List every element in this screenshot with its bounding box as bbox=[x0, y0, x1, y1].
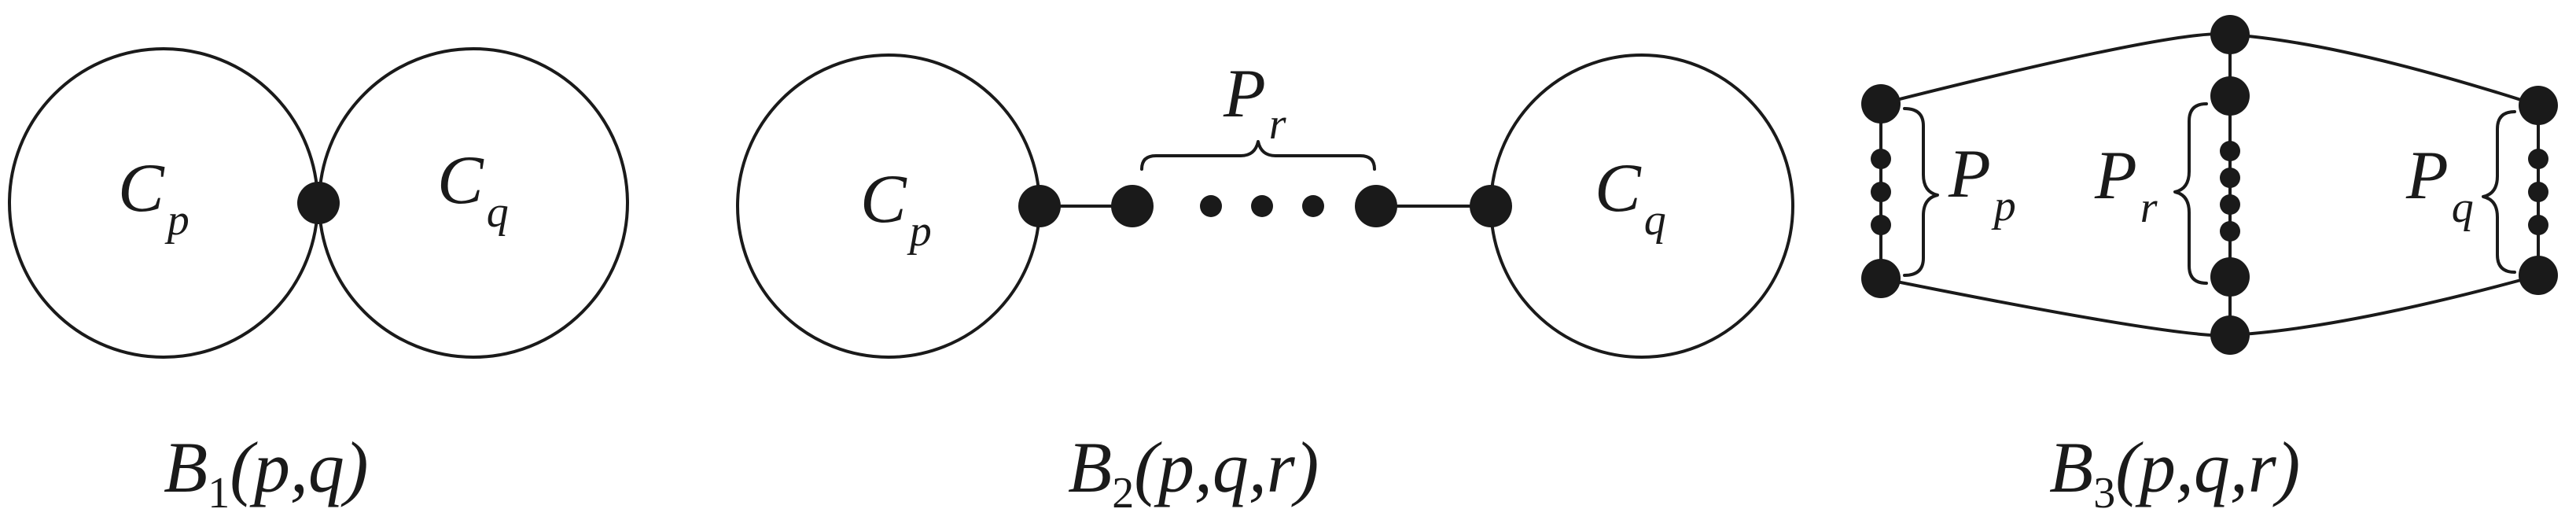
ellipsis-dot bbox=[1871, 215, 1891, 235]
caption-b2: B2(p,q,r) bbox=[1068, 427, 1319, 518]
ellipsis-dot bbox=[2220, 194, 2240, 215]
path-r-bottom-junction bbox=[2210, 315, 2250, 355]
ellipsis-dot bbox=[1871, 149, 1891, 169]
label-cp: Cp bbox=[860, 161, 932, 256]
shared-vertex bbox=[297, 182, 340, 224]
path-vertex bbox=[1355, 185, 1397, 227]
arc-bottom-left bbox=[1880, 277, 2231, 337]
graph-b3: Pp Pr Pq B3(p,q,r) bbox=[1861, 15, 2558, 518]
path-r-top-vertex bbox=[2210, 76, 2250, 116]
path-p-bottom-vertex bbox=[1861, 259, 1901, 298]
ellipsis-dot bbox=[2220, 141, 2240, 161]
label-cq: Cq bbox=[437, 142, 509, 237]
path-q-top-vertex bbox=[2519, 86, 2558, 125]
path-vertex bbox=[1111, 185, 1154, 227]
ellipsis-dot bbox=[2528, 149, 2548, 169]
ellipsis-dot bbox=[1871, 182, 1891, 202]
brace-p bbox=[1903, 107, 1939, 277]
label-cq: Cq bbox=[1595, 150, 1666, 245]
caption-b3: B3(p,q,r) bbox=[2049, 427, 2300, 518]
ellipsis-dot bbox=[1200, 195, 1222, 217]
label-pq: Pq bbox=[2405, 138, 2474, 232]
path-r-top-junction bbox=[2210, 15, 2250, 54]
cycle-cq bbox=[1489, 53, 1794, 359]
label-pp: Pp bbox=[1948, 136, 2016, 230]
path-r-bottom-vertex bbox=[2210, 257, 2250, 297]
path-p-top-vertex bbox=[1861, 84, 1901, 124]
caption-b1: B1(p,q) bbox=[164, 427, 368, 518]
ellipsis-dot bbox=[1251, 195, 1273, 217]
ellipsis-dot bbox=[2220, 168, 2240, 188]
ellipsis-dot bbox=[2528, 215, 2548, 235]
arc-bottom-right bbox=[2229, 274, 2539, 337]
ellipsis-dot bbox=[1302, 195, 1324, 217]
arc-top-left bbox=[1880, 32, 2231, 105]
path-q-bottom-vertex bbox=[2519, 256, 2558, 295]
graph-b1: Cp Cq B1(p,q) bbox=[8, 47, 629, 518]
path-brace bbox=[1140, 140, 1376, 171]
arc-top-right bbox=[2229, 33, 2539, 107]
ellipsis-dot bbox=[2220, 221, 2240, 242]
ellipsis-dot bbox=[2528, 182, 2548, 202]
label-pr: Pr bbox=[2094, 138, 2158, 232]
brace-q bbox=[2482, 110, 2516, 274]
brace-r bbox=[2173, 102, 2208, 285]
label-cp: Cp bbox=[118, 150, 190, 245]
path-endpoint-right bbox=[1470, 185, 1512, 227]
path-endpoint-left bbox=[1018, 185, 1061, 227]
graph-b2: Cp Cq Pr B2(p,q,r) bbox=[736, 53, 1794, 518]
label-pr: Pr bbox=[1223, 56, 1286, 149]
